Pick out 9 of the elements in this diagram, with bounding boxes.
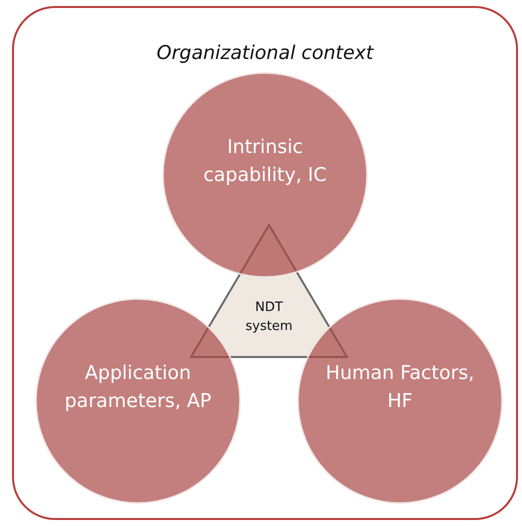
circle-node xyxy=(162,72,368,278)
frame-title: Organizational context xyxy=(156,42,375,64)
node-label: Human Factors, HF xyxy=(324,361,476,414)
node-label: NDT system xyxy=(244,299,294,336)
node-label: Intrinsic capability, IC xyxy=(202,135,328,188)
circle-node xyxy=(297,298,503,504)
context-frame xyxy=(12,6,518,520)
circle-node xyxy=(35,298,241,504)
node-label: Application parameters, AP xyxy=(64,361,212,414)
